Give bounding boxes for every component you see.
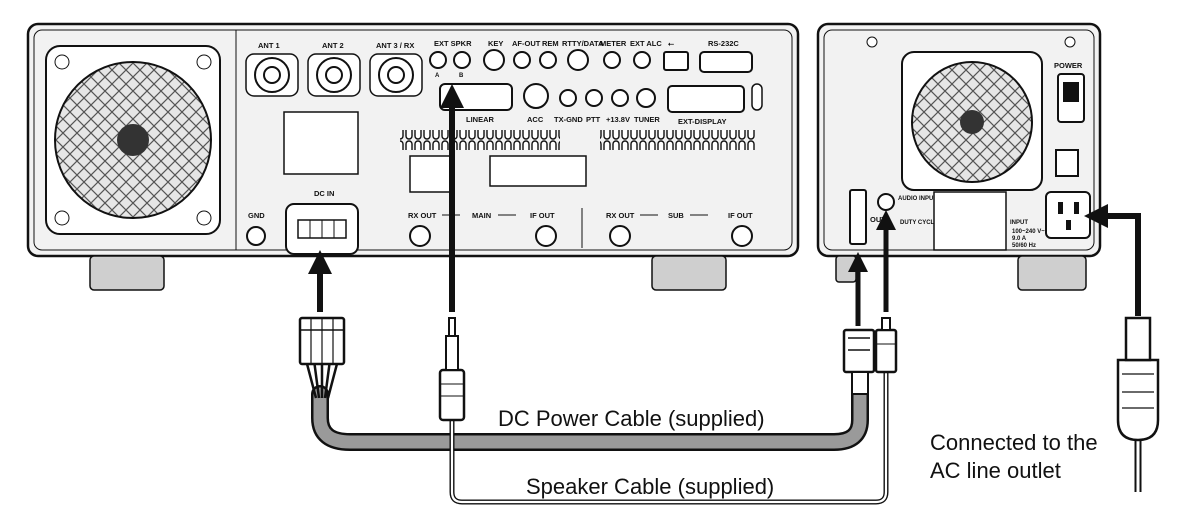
main-if-out-jack[interactable] [535, 225, 557, 247]
vent-slots-right [600, 130, 756, 150]
speaker-cable [438, 317, 898, 505]
power-supply-rear-panel: POWER OUT AUDIO INPUT DUTY CYCLE INPUT 1… [816, 22, 1102, 291]
spkr-a-label: A [435, 73, 440, 79]
antenna-connector-2[interactable]: ANT 2 [307, 41, 361, 97]
ant1-label: ANT 1 [258, 41, 280, 50]
sub-if-out-label: IF OUT [728, 211, 753, 220]
usb-icon: ⭠ [668, 39, 675, 48]
power-13v8-label: +13.8V [606, 115, 630, 124]
acc-label: ACC [527, 115, 544, 124]
ptt-jack[interactable] [585, 89, 603, 107]
fan-grille [45, 45, 221, 235]
power-13v8-jack[interactable] [611, 89, 629, 107]
main-rx-out-jack[interactable] [409, 225, 431, 247]
duty-cycle-label: DUTY CYCLE [900, 220, 938, 226]
usb-port[interactable] [663, 51, 689, 71]
ant2-label: ANT 2 [322, 41, 344, 50]
tx-gnd-label: TX-GND [554, 115, 583, 124]
ext-spkr-b-jack[interactable] [453, 51, 471, 69]
antenna-connector-1[interactable]: ANT 1 [245, 41, 299, 97]
af-out-label: AF-OUT [512, 39, 541, 48]
psu-fan-grille [901, 51, 1043, 191]
breaker[interactable] [1055, 149, 1079, 177]
dc-power-cable [298, 316, 876, 451]
ext-alc-label: EXT ALC [630, 39, 662, 48]
ac-power-cord [1116, 316, 1160, 492]
rca-plug [874, 328, 898, 374]
dc-output-terminal[interactable] [849, 189, 867, 245]
ac-line-caption-line1: Connected to the [930, 430, 1098, 455]
foot [835, 255, 857, 283]
ac-plug [1116, 358, 1160, 442]
speaker-cable-caption: Speaker Cable (supplied) [526, 474, 774, 499]
transceiver-rear-panel: ANT 1 ANT 2 ANT 3 / RX EXT SPKR A B KEY … [26, 22, 800, 291]
gnd-terminal[interactable] [246, 226, 266, 246]
rtty-data-label: RTTY/DATA [562, 39, 604, 48]
rs232c-port[interactable] [699, 51, 753, 73]
ant3-label: ANT 3 / RX [376, 41, 414, 50]
audio-input-label: AUDIO INPUT [898, 196, 937, 202]
acc-port[interactable] [523, 83, 549, 109]
sub-rx-out-jack[interactable] [609, 225, 631, 247]
sub-label: SUB [668, 211, 684, 220]
sub-if-out-jack[interactable] [731, 225, 753, 247]
input-label: INPUT [1010, 220, 1028, 226]
main-if-out-label: IF OUT [530, 211, 555, 220]
key-jack[interactable] [483, 49, 505, 71]
sub-rx-out-label: RX OUT [606, 211, 635, 220]
foot [651, 255, 727, 291]
linear-label: LINEAR [466, 115, 495, 124]
af-out-jack[interactable] [513, 51, 531, 69]
tx-gnd-jack[interactable] [559, 89, 577, 107]
tuner-port[interactable] [636, 88, 656, 108]
power-label: POWER [1054, 61, 1083, 70]
main-rx-out-label: RX OUT [408, 211, 437, 220]
rem-label: REM [542, 39, 559, 48]
speaker-plug [438, 368, 466, 422]
input-spec-2: 9.0 A [1012, 236, 1027, 242]
foot [89, 255, 165, 291]
main-label: MAIN [472, 211, 491, 220]
rtty-data-jack[interactable] [567, 49, 589, 71]
vent-slots-left [400, 130, 560, 150]
ac-line-caption-line2: AC line outlet [930, 458, 1061, 483]
audio-input-jack[interactable] [877, 193, 895, 211]
psu-dc-connector [842, 328, 876, 374]
antenna-connector-3[interactable]: ANT 3 / RX [369, 41, 423, 97]
dc-cable-caption: DC Power Cable (supplied) [498, 406, 765, 431]
meter-label: METER [600, 39, 627, 48]
tuner-label: TUNER [634, 115, 660, 124]
rs232c-label: RS-232C [708, 39, 739, 48]
ac-inlet[interactable] [1045, 191, 1091, 239]
key-label: KEY [488, 39, 503, 48]
ext-display-port[interactable] [667, 85, 745, 113]
input-spec-1: 100~240 V~ [1012, 229, 1045, 235]
dc-in-label: DC IN [314, 189, 334, 198]
rem-jack[interactable] [539, 51, 557, 69]
ext-alc-jack[interactable] [633, 51, 651, 69]
ext-spkr-label: EXT SPKR [434, 39, 472, 48]
ext-spkr-a-jack[interactable] [429, 51, 447, 69]
foot [1017, 255, 1087, 291]
input-spec-3: 50/60 Hz [1012, 243, 1036, 249]
meter-jack[interactable] [603, 51, 621, 69]
ext-display-label: EXT-DISPLAY [678, 117, 727, 126]
ac-inlet-arrow [1084, 204, 1141, 316]
spkr-b-label: B [459, 73, 464, 79]
ptt-label: PTT [586, 115, 601, 124]
gnd-label: GND [248, 211, 265, 220]
